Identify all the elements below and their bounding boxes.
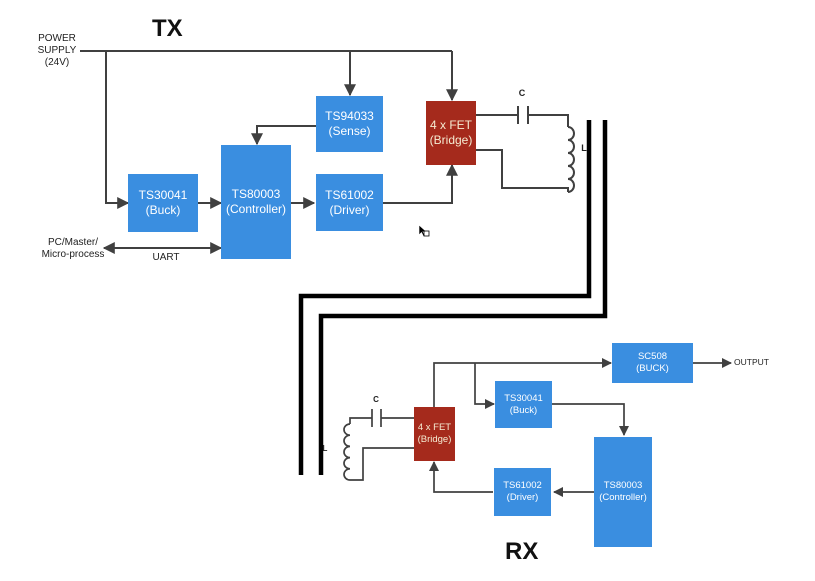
- tx-fet-bridge-block: 4 x FET (Bridge): [426, 101, 476, 165]
- driver-to-fet-wire: [428, 460, 493, 493]
- tx-controller-block: TS80003 (Controller): [221, 145, 291, 259]
- coupling-divider: [298, 120, 608, 475]
- power-supply-label: POWER SUPPLY (24V): [37, 33, 77, 68]
- rx-cap-wire-left: [349, 417, 372, 424]
- uart-label: UART: [152, 252, 180, 263]
- mouse-cursor-icon: [418, 224, 430, 237]
- rx-inductor-label: L: [322, 444, 328, 453]
- rx-inductor-coil: [343, 423, 351, 481]
- tx-inductor-coil: [567, 126, 575, 193]
- tx-sense-block: TS94033 (Sense): [316, 96, 383, 152]
- tx-title: TX: [152, 15, 183, 42]
- rx-coil-return-wire: [350, 447, 414, 481]
- tx-cap-wire-right: [528, 114, 569, 127]
- rx-sc508-block: SC508 (BUCK): [612, 343, 693, 383]
- rx-fet-bridge-block: 4 x FET (Bridge): [414, 407, 455, 461]
- tx-driver-block: TS61002 (Driver): [316, 174, 383, 231]
- rx-controller-block: TS80003 (Controller): [594, 437, 652, 547]
- tx-inductor-label: L: [581, 143, 587, 153]
- rx-driver-block: TS61002 (Driver): [494, 468, 551, 516]
- rx-buck-block: TS30041 (Buck): [495, 381, 552, 428]
- divider-line-outer: [298, 120, 592, 475]
- rx-wires: [343, 357, 733, 498]
- pc-master-label: PC/Master/ Micro-process: [41, 237, 105, 260]
- rx-title: RX: [505, 538, 539, 565]
- tx-capacitor-label: C: [518, 88, 526, 98]
- output-label: OUTPUT: [734, 357, 769, 367]
- power-to-buck-wire: [105, 51, 130, 209]
- sense-to-controller-wire: [251, 125, 316, 146]
- fet-to-buck-wire: [474, 363, 496, 410]
- driver-to-fet-wire: [383, 163, 458, 204]
- tx-coil-return-wire: [476, 149, 569, 192]
- divider-line-inner: [318, 120, 608, 475]
- tx-buck-block: TS30041 (Buck): [128, 174, 198, 232]
- fet-to-sc508-wire: [433, 357, 613, 408]
- tx-wires: [80, 50, 575, 254]
- buck-to-controller-wire: [552, 403, 630, 437]
- rx-capacitor-label: C: [373, 395, 379, 404]
